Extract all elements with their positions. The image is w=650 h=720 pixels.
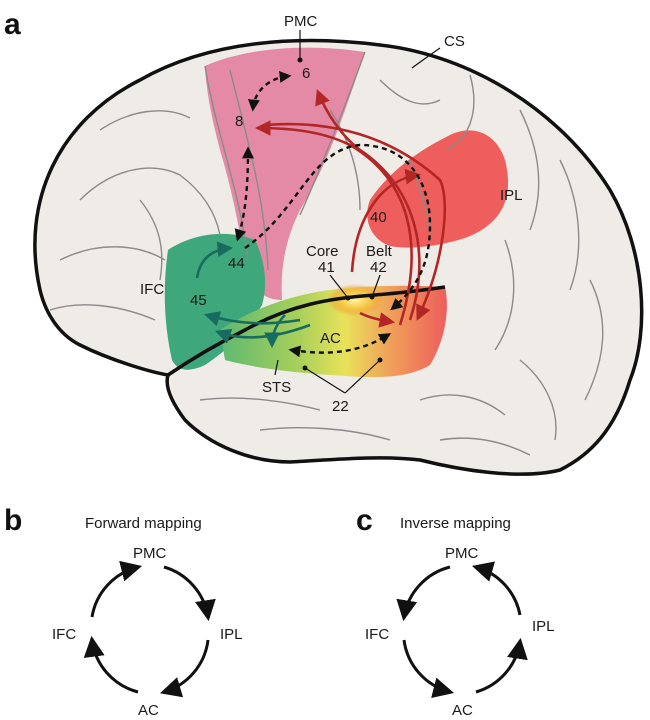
- green-arrow-45-b: [215, 323, 311, 344]
- label-ifc: IFC: [140, 281, 164, 298]
- green-arrow-45-a: [204, 311, 301, 327]
- sylvian-fissure: [167, 285, 446, 377]
- red-arrow-to-ac: [359, 311, 396, 328]
- label-ac: AC: [320, 330, 341, 347]
- inverse-arc-ac-ipl: [475, 637, 528, 694]
- area22-pointer-left: [304, 367, 346, 394]
- green-arrow-sts: [264, 314, 286, 349]
- label-sts: STS: [262, 379, 291, 396]
- dashed-arrow-44-ac: [244, 143, 432, 311]
- label-area41: 41: [318, 259, 335, 276]
- label-area45: 45: [190, 292, 207, 309]
- forward-mapping-cycle: Forward mapping PMC IPL AC IFC: [52, 515, 243, 719]
- forward-arc-ac-ifc: [83, 635, 139, 694]
- inverse-node-ifc: IFC: [365, 626, 389, 643]
- label-area8: 8: [235, 113, 243, 130]
- red-arrow-to-40-b: [264, 122, 447, 321]
- dashed-arrow-sts-ac: [288, 333, 392, 358]
- inverse-node-pmc: PMC: [445, 545, 479, 562]
- inverse-arc-ipl-pmc: [471, 561, 522, 616]
- cs-pointer: [411, 47, 441, 69]
- panel-letter-b: b: [4, 504, 22, 537]
- forward-node-ifc: IFC: [52, 626, 76, 643]
- label-cs: CS: [444, 33, 465, 50]
- red-arrow-to-40-a: [350, 168, 422, 273]
- inverse-mapping-cycle: Inverse mapping PMC IPL AC IFC: [365, 515, 555, 719]
- inverse-arc-pmc-ifc: [396, 565, 451, 622]
- brain-diagram: PMC CS 6 8 IPL 40 IFC 44 45 Core 41 Belt…: [33, 13, 644, 476]
- label-area6: 6: [302, 65, 310, 82]
- label-pmc: PMC: [284, 13, 318, 30]
- label-area40: 40: [370, 209, 387, 226]
- inverse-node-ipl: IPL: [532, 618, 555, 635]
- forward-arc-pmc-ipl: [163, 565, 216, 622]
- inverse-arc-ifc-ac: [402, 639, 455, 698]
- dashed-arrow-6-8: [247, 70, 292, 112]
- label-belt: Belt: [366, 243, 393, 260]
- forward-arc-ipl-ac: [159, 639, 210, 698]
- forward-title: Forward mapping: [85, 515, 202, 532]
- red-arrow-to-8: [254, 120, 413, 326]
- ipl-region: [367, 130, 509, 248]
- forward-node-ac: AC: [138, 702, 159, 719]
- inverse-node-ac: AC: [452, 702, 473, 719]
- area22-pointer-right: [344, 359, 381, 394]
- green-arrow-44: [195, 241, 234, 279]
- forward-arc-ifc-pmc: [90, 560, 143, 618]
- panel-letter-c: c: [356, 504, 373, 537]
- panel-letter-a: a: [4, 8, 21, 41]
- label-area22: 22: [332, 398, 349, 415]
- sts-pointer: [274, 359, 279, 376]
- dashed-arrow-8-44: [234, 146, 254, 242]
- label-area42: 42: [370, 259, 387, 276]
- red-arrow-to-6: [315, 89, 421, 321]
- core-pointer: [329, 274, 349, 299]
- label-core: Core: [306, 243, 339, 260]
- forward-node-ipl: IPL: [220, 626, 243, 643]
- label-area44: 44: [228, 255, 245, 272]
- ifc-region: [164, 233, 266, 370]
- label-ipl: IPL: [500, 187, 523, 204]
- core-region: [327, 284, 383, 316]
- inverse-title: Inverse mapping: [400, 515, 511, 532]
- forward-node-pmc: PMC: [133, 545, 167, 562]
- belt-pointer: [371, 274, 381, 298]
